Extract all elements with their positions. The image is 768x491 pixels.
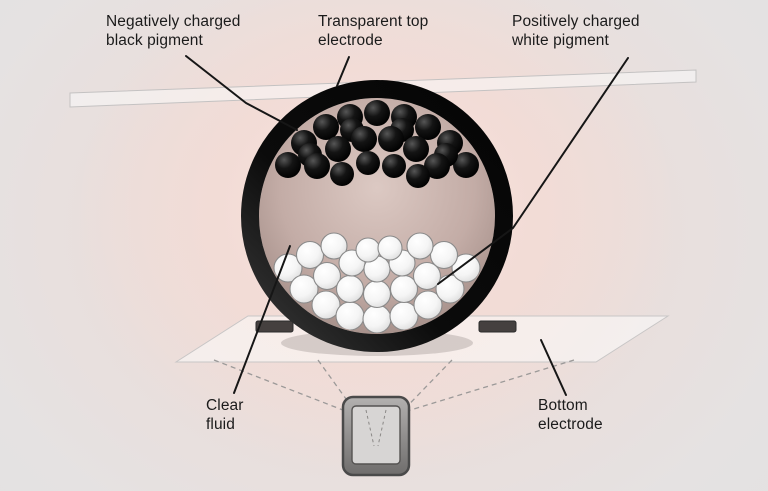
electrode-pad-right [478,320,517,333]
leader-bottom-electrode [540,339,567,396]
leader-white-pigment [437,57,629,285]
label-bottom-electrode: Bottom electrode [538,397,603,433]
white-pigment-particles [273,232,481,333]
electrode-pad-left [255,320,294,333]
capsule-shell [241,80,513,352]
e-reader-device [341,395,411,477]
microcapsule [241,80,513,352]
label-clear-fluid: Clear fluid [206,397,244,433]
label-top-electrode: Transparent top electrode [318,13,429,49]
device-screen [351,405,401,465]
black-pigment-particles [275,100,479,188]
label-black-pigment: Negatively charged black pigment [106,13,241,49]
leader-top-electrode [336,56,350,87]
label-white-pigment: Positively charged white pigment [512,13,640,49]
leader-black-pigment [185,55,298,131]
leader-clear-fluid [233,245,291,394]
